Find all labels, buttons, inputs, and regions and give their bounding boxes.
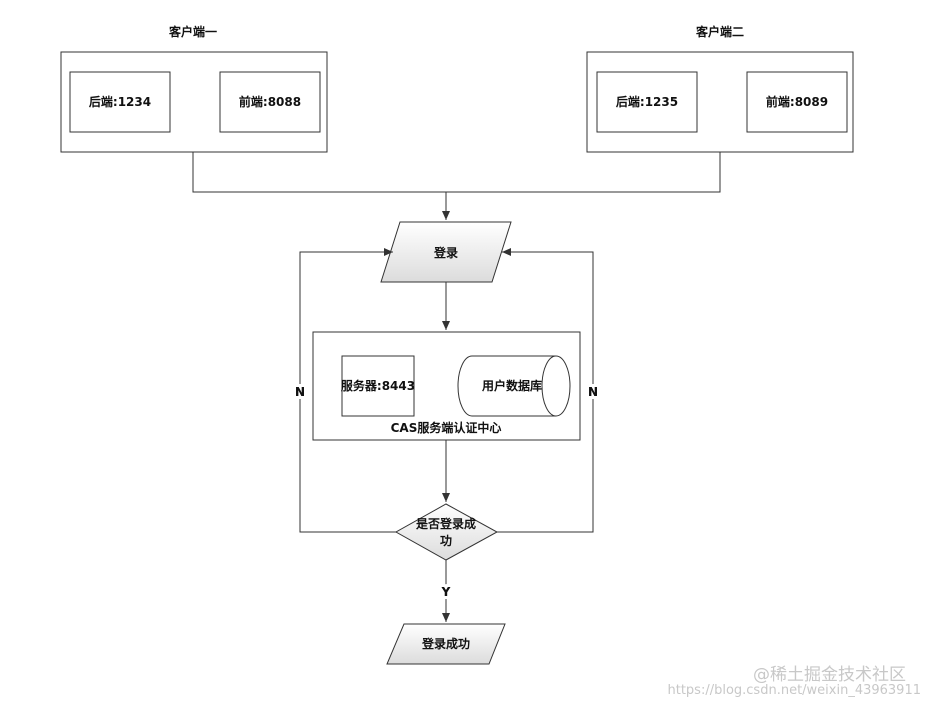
no-label-right-text: N	[588, 385, 598, 399]
client2-backend-box	[596, 71, 698, 133]
watermark-brand: @稀土掘金技术社区	[753, 665, 906, 685]
client1-title: 客户端一	[168, 24, 217, 39]
watermark-url: https://blog.csdn.net/weixin_43963911	[667, 683, 921, 698]
client2-frontend-label: 前端:8089	[766, 94, 828, 109]
no-label-right: N	[588, 385, 598, 399]
client2-title: 客户端二	[695, 24, 744, 39]
client2-backend-label: 后端:1235	[616, 94, 678, 109]
client1-backend-label: 后端:1234	[89, 94, 151, 109]
server-label: 服务器:8443	[341, 378, 415, 393]
success-node	[386, 623, 506, 665]
client1-backend-box	[69, 71, 171, 133]
login-label: 登录	[433, 245, 458, 260]
clients-merge-connector	[192, 152, 721, 193]
decision-node	[394, 503, 499, 561]
database-icon	[457, 355, 571, 417]
no-label-left-text: N	[295, 385, 305, 399]
yes-label: Y	[441, 585, 451, 599]
no-loop-right	[497, 248, 594, 533]
client1-frontend-box	[219, 71, 321, 133]
no-loop-left	[299, 248, 396, 533]
decision-label-line2: 功	[440, 533, 452, 548]
success-label: 登录成功	[421, 636, 470, 651]
no-label-left: N	[295, 385, 305, 399]
login-node	[380, 221, 512, 283]
cas-title: CAS服务端认证中心	[391, 420, 502, 435]
client2-frontend-box	[746, 71, 848, 133]
server-box	[341, 355, 415, 417]
database-label: 用户数据库	[481, 378, 542, 393]
client1-frontend-label: 前端:8088	[239, 94, 301, 109]
yes-label-text: Y	[441, 585, 451, 599]
decision-label-line1: 是否登录成	[415, 516, 476, 531]
